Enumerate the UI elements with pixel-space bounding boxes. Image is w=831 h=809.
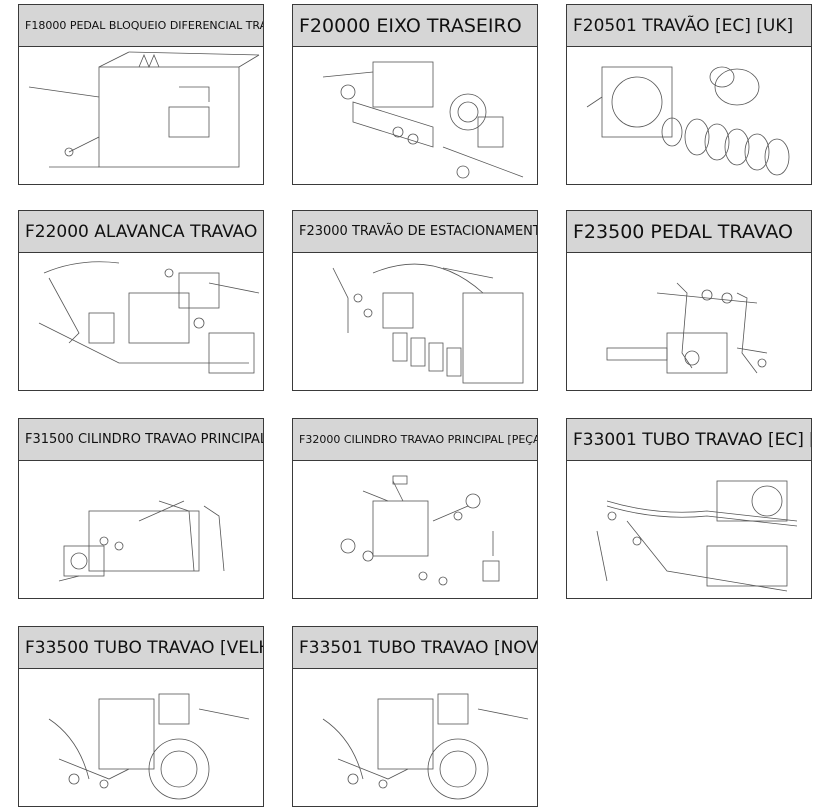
card-title: F33500 TUBO TRAVAO [VELHO] [19, 627, 263, 669]
catalog-card-f20000[interactable]: F20000 EIXO TRASEIRO [292, 4, 538, 185]
catalog-card-f32000[interactable]: F32000 CILINDRO TRAVAO PRINCIPAL [PEÇAS … [292, 418, 538, 599]
catalog-card-f33001[interactable]: F33001 TUBO TRAVAO [EC] [UK] [566, 418, 812, 599]
parts-diagram-thumbnail [19, 253, 263, 390]
catalog-card-f20501[interactable]: F20501 TRAVÃO [EC] [UK] [566, 4, 812, 185]
parts-diagram-thumbnail [293, 461, 537, 598]
catalog-card-f23500[interactable]: F23500 PEDAL TRAVAO [566, 210, 812, 391]
card-title: F20000 EIXO TRASEIRO [293, 5, 537, 47]
card-title: F31500 CILINDRO TRAVAO PRINCIPAL [19, 419, 263, 461]
parts-diagram-thumbnail [567, 461, 811, 598]
catalog-card-f22000[interactable]: F22000 ALAVANCA TRAVAO MAO [18, 210, 264, 391]
catalog-card-f23000[interactable]: F23000 TRAVÃO DE ESTACIONAMENTO [292, 210, 538, 391]
catalog-card-f33500[interactable]: F33500 TUBO TRAVAO [VELHO] [18, 626, 264, 807]
parts-diagram-thumbnail [293, 47, 537, 184]
card-title: F23000 TRAVÃO DE ESTACIONAMENTO [293, 211, 537, 253]
parts-diagram-thumbnail [19, 47, 263, 184]
parts-diagram-thumbnail [19, 669, 263, 806]
parts-diagram-thumbnail [567, 47, 811, 184]
card-title: F33001 TUBO TRAVAO [EC] [UK] [567, 419, 811, 461]
parts-diagram-thumbnail [567, 253, 811, 390]
parts-diagram-thumbnail [293, 669, 537, 806]
catalog-card-f31500[interactable]: F31500 CILINDRO TRAVAO PRINCIPAL [18, 418, 264, 599]
card-title: F20501 TRAVÃO [EC] [UK] [567, 5, 811, 47]
parts-diagram-thumbnail [293, 253, 537, 390]
card-title: F18000 PEDAL BLOQUEIO DIFERENCIAL TRASEI… [19, 5, 263, 47]
catalog-card-f33501[interactable]: F33501 TUBO TRAVAO [NOVO] [292, 626, 538, 807]
card-title: F23500 PEDAL TRAVAO [567, 211, 811, 253]
parts-diagram-thumbnail [19, 461, 263, 598]
catalog-card-f18000[interactable]: F18000 PEDAL BLOQUEIO DIFERENCIAL TRASEI… [18, 4, 264, 185]
card-title: F33501 TUBO TRAVAO [NOVO] [293, 627, 537, 669]
card-title: F22000 ALAVANCA TRAVAO MAO [19, 211, 263, 253]
card-title: F32000 CILINDRO TRAVAO PRINCIPAL [PEÇAS … [293, 419, 537, 461]
